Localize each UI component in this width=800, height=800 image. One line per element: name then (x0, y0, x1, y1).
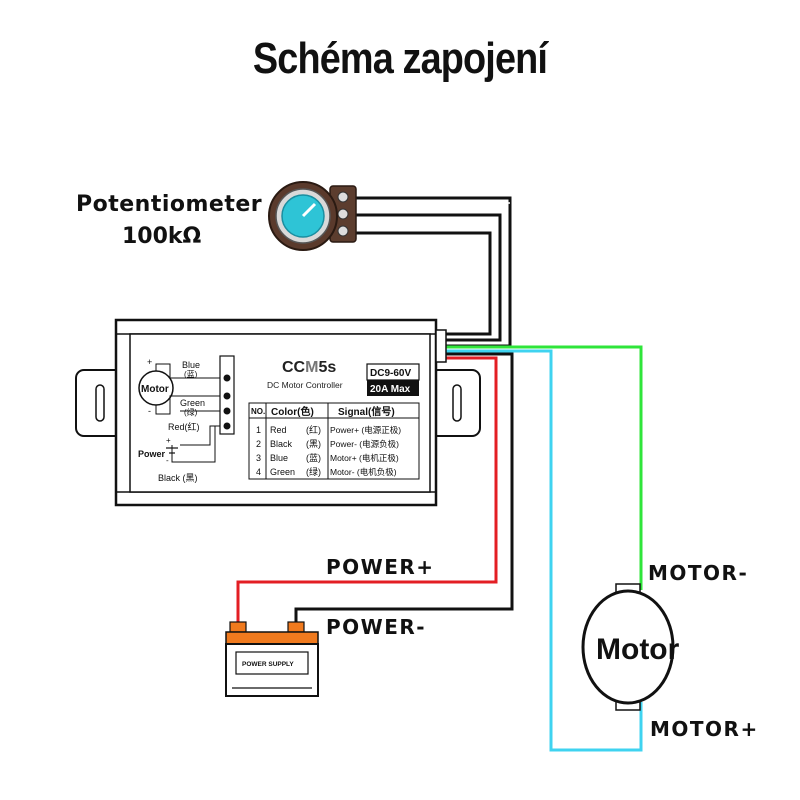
table-header-color: Color(色) (271, 405, 314, 418)
svg-text:-: - (148, 406, 151, 416)
mini-wiring-diagram: Motor + - Blue (蓝) Green (绿) Red(红) (138, 355, 235, 483)
controller-label: CCM5s DC Motor Controller DC9-60V 20A Ma… (138, 355, 420, 483)
power-plus-label: POWER+ (326, 555, 435, 579)
svg-text:1: 1 (256, 425, 261, 435)
table-row: 2 Black (黑) Power- (电源负极) (256, 439, 399, 449)
table-header-no: NO. (251, 407, 265, 416)
table-row: 3 Blue (蓝) Motor+ (电机正极) (256, 452, 399, 463)
svg-text:Red(红): Red(红) (168, 421, 200, 432)
black-wire (294, 352, 514, 630)
motor: Motor (581, 583, 680, 711)
power-supply-label: POWER SUPPLY (242, 661, 294, 668)
motor-label: Motor (596, 633, 680, 666)
voltage-rating: DC9-60V (370, 368, 411, 379)
svg-text:-: - (166, 456, 169, 465)
potentiometer (268, 181, 357, 251)
svg-text:Blue: Blue (270, 453, 288, 463)
pot-wire-3 (352, 231, 492, 336)
page-title: Schéma zapojení (252, 34, 548, 83)
pot-wire-2 (352, 213, 502, 342)
svg-text:Motor+ (电机正极): Motor+ (电机正极) (330, 453, 399, 463)
power-minus-label: POWER- (326, 615, 427, 639)
svg-text:Power- (电源负极): Power- (电源负极) (330, 439, 399, 449)
green-wire (445, 345, 643, 590)
svg-text:(黑): (黑) (306, 439, 321, 449)
svg-text:Power: Power (138, 449, 166, 459)
potentiometer-value: 100kΩ (122, 224, 202, 249)
svg-text:Motor: Motor (141, 384, 169, 395)
svg-text:(蓝): (蓝) (306, 452, 321, 463)
pin-table: NO. Color(色) Signal(信号) 1 Red (红) Power+… (248, 402, 420, 480)
svg-text:(蓝): (蓝) (184, 369, 198, 379)
svg-text:Black: Black (270, 439, 293, 449)
svg-text:4: 4 (256, 467, 261, 477)
svg-text:Red: Red (270, 425, 287, 435)
svg-text:2: 2 (256, 439, 261, 449)
current-rating: 20A Max (370, 384, 411, 395)
svg-text:Power+ (电源正极): Power+ (电源正极) (330, 425, 401, 435)
table-row: 1 Red (红) Power+ (电源正极) (256, 424, 401, 435)
svg-text:Green: Green (270, 467, 295, 477)
table-header-signal: Signal(信号) (338, 405, 395, 418)
motor-minus-label: MOTOR- (648, 561, 749, 585)
svg-text:Blue: Blue (182, 360, 200, 370)
svg-text:(红): (红) (306, 424, 321, 435)
svg-text:Green: Green (180, 398, 205, 408)
svg-text:Motor- (电机负极): Motor- (电机负极) (330, 467, 397, 477)
svg-text:+: + (166, 436, 171, 445)
motor-plus-label: MOTOR+ (650, 717, 759, 741)
svg-text:+: + (147, 357, 152, 367)
svg-text:Black (黑): Black (黑) (158, 473, 198, 483)
potentiometer-label: Potentiometer (76, 192, 263, 217)
svg-text:3: 3 (256, 453, 261, 463)
svg-text:CCM5s: CCM5s (282, 359, 336, 376)
table-row: 4 Green (绿) Motor- (电机负极) (256, 466, 397, 477)
svg-text:(绿): (绿) (306, 466, 321, 477)
power-supply: POWER SUPPLY (225, 621, 319, 697)
svg-text:(绿): (绿) (184, 408, 198, 417)
blue-wire (445, 349, 643, 752)
red-wire (236, 356, 498, 630)
controller-subtitle: DC Motor Controller (267, 380, 343, 390)
